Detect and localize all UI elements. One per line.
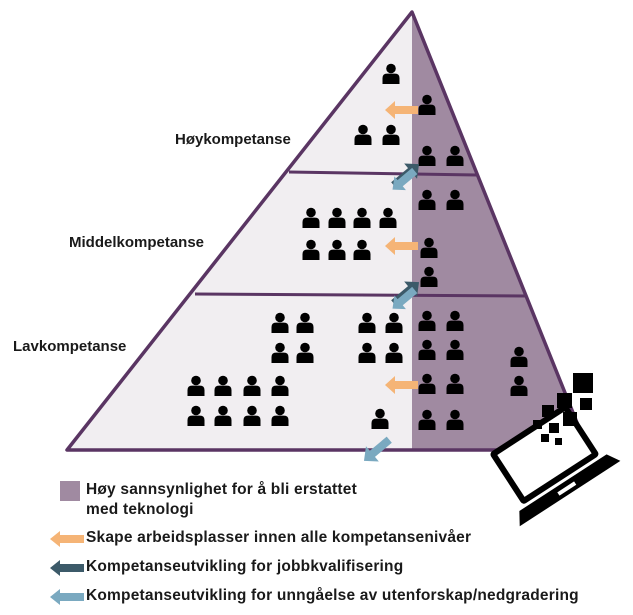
high-probability-swatch [60, 481, 80, 501]
arrow-left-icon [385, 237, 418, 255]
pyramid-outline [65, 10, 590, 452]
legend-item-high-probability: Høy sannsynlighet for å bli erstattet me… [50, 480, 633, 524]
arrows-avoid-exclusion [363, 167, 418, 462]
pixel-particles [533, 373, 593, 445]
tier-divider-lower [194, 292, 528, 298]
legend-item-avoid-exclusion: Kompetanseutvikling for unngåelse av ute… [50, 586, 633, 615]
legend-label-qualification: Kompetanseutvikling for jobbkvalifiserin… [86, 558, 404, 575]
legend-label-avoid-exclusion: Kompetanseutvikling for unngåelse av ute… [86, 587, 579, 604]
tier-label-middle: Middelkompetanse [69, 234, 204, 251]
arrow-left-icon [50, 531, 84, 547]
legend: Høy sannsynlighet for å bli erstattet me… [50, 480, 633, 615]
arrow-left-icon [385, 376, 418, 394]
laptop-icon [490, 373, 621, 527]
legend-label-high-probability: Høy sannsynlighet for å bli erstattet me… [86, 481, 357, 518]
tier-label-high: Høykompetanse [175, 131, 291, 148]
tier-divider-upper [288, 170, 478, 177]
legend-item-qualification: Kompetanseutvikling for jobbkvalifiserin… [50, 557, 633, 586]
arrow-down-left-icon [392, 167, 418, 191]
legend-label-create-jobs: Skape arbeidsplasser innen alle kompetan… [86, 529, 472, 546]
arrow-left-icon [50, 589, 84, 605]
arrows-create-jobs [385, 101, 418, 394]
arrow-down-left-icon [363, 436, 392, 462]
legend-item-create-jobs: Skape arbeidsplasser innen alle kompetan… [50, 528, 633, 557]
arrow-left-icon [50, 560, 84, 576]
arrow-down-left-icon [392, 286, 418, 310]
tier-label-low: Lavkompetanse [13, 338, 126, 355]
arrow-left-icon [385, 101, 418, 119]
